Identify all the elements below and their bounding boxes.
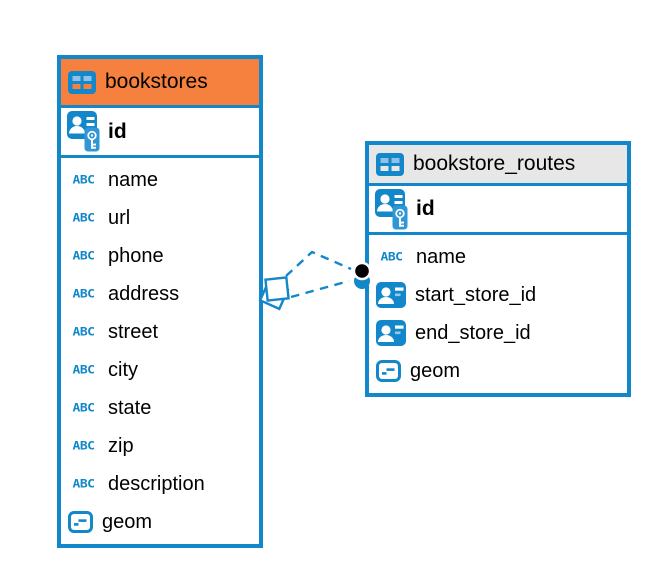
column-name: city — [108, 358, 138, 381]
foreign-key-ref-icon — [376, 320, 406, 346]
table-node-bookstore-routes[interactable]: bookstore_routes id ABC name start_store… — [365, 141, 631, 397]
column-name: street — [108, 320, 159, 343]
column-row[interactable]: ABC description — [61, 465, 259, 503]
column-row[interactable]: ABC address — [61, 275, 259, 313]
table-header[interactable]: bookstore_routes — [369, 145, 627, 186]
text-type-icon: ABC — [72, 287, 95, 301]
table-header[interactable]: bookstores — [61, 59, 259, 108]
relationship-connector[interactable] — [253, 233, 375, 318]
column-name: id — [416, 197, 435, 220]
text-type-icon: ABC — [72, 325, 95, 339]
foreign-key-ref-icon — [376, 282, 406, 308]
column-name: state — [108, 396, 152, 419]
primary-key-icon — [375, 189, 408, 230]
column-row[interactable]: ABC state — [61, 389, 259, 427]
column-name: name — [416, 245, 467, 268]
relationship-handle-diamond[interactable] — [258, 276, 290, 311]
relationship-line[interactable] — [285, 250, 352, 277]
geometry-type-icon — [376, 360, 401, 382]
text-type-icon: ABC — [72, 477, 95, 491]
text-type-icon: ABC — [72, 249, 95, 263]
column-name: description — [108, 472, 205, 495]
column-row[interactable]: end_store_id — [369, 314, 627, 352]
columns-list: ABC name ABC url ABC phone ABC address A… — [61, 158, 259, 544]
text-type-icon: ABC — [380, 250, 403, 264]
column-row[interactable]: ABC url — [61, 199, 259, 237]
column-name: phone — [108, 244, 164, 267]
table-icon — [376, 153, 404, 176]
geometry-type-icon — [68, 511, 93, 533]
column-name: url — [108, 206, 131, 229]
columns-list: ABC name start_store_id end_store_id geo… — [369, 235, 627, 393]
text-type-icon: ABC — [72, 363, 95, 377]
column-name: end_store_id — [415, 321, 531, 344]
column-name: start_store_id — [415, 283, 537, 306]
column-row[interactable]: ABC city — [61, 351, 259, 389]
text-type-icon: ABC — [72, 173, 95, 187]
table-name: bookstores — [105, 70, 208, 93]
column-name: geom — [102, 510, 153, 533]
table-icon — [68, 71, 96, 94]
column-row[interactable]: start_store_id — [369, 276, 627, 314]
column-name: geom — [410, 359, 461, 382]
column-row[interactable]: geom — [369, 352, 627, 390]
table-node-bookstores[interactable]: bookstores id ABC name ABC url ABC phone… — [57, 55, 263, 548]
column-row[interactable]: ABC phone — [61, 237, 259, 275]
column-name: address — [108, 282, 180, 305]
column-name: name — [108, 168, 159, 191]
text-type-icon: ABC — [72, 211, 95, 225]
column-row[interactable]: ABC name — [61, 161, 259, 199]
primary-key-icon — [67, 111, 100, 152]
text-type-icon: ABC — [72, 401, 95, 415]
column-row[interactable]: ABC street — [61, 313, 259, 351]
column-row[interactable]: geom — [61, 503, 259, 541]
relationship-line[interactable] — [290, 279, 350, 299]
relationship-endpoint-dot[interactable] — [352, 261, 372, 289]
primary-key-row[interactable]: id — [369, 186, 627, 235]
column-row[interactable]: ABC zip — [61, 427, 259, 465]
column-name: zip — [108, 434, 134, 457]
column-row[interactable]: ABC name — [369, 238, 627, 276]
table-name: bookstore_routes — [413, 152, 576, 175]
column-name: id — [108, 119, 127, 143]
text-type-icon: ABC — [72, 439, 95, 453]
primary-key-row[interactable]: id — [61, 108, 259, 158]
